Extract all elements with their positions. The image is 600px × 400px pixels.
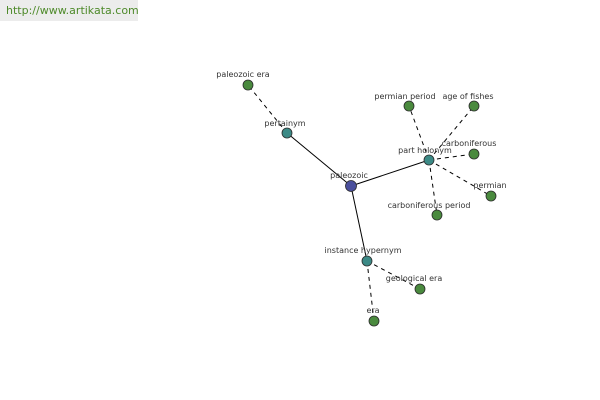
edge-part-holonym-to-permian-period [408, 105, 430, 161]
node-part-holonym-label: part holonym [398, 146, 452, 155]
nodes-layer: paleozoic pertainym part holonym instance h… [216, 70, 507, 327]
node-carboniferous-dot[interactable] [468, 148, 480, 160]
node-pertainym[interactable]: pertainym [264, 119, 306, 139]
node-carboniferous-period[interactable]: carboniferous period [388, 201, 471, 221]
node-paleozoic-dot[interactable] [345, 180, 357, 192]
node-permian-period-label: permian period [374, 92, 435, 101]
edge-part-holonym-to-permian [428, 159, 492, 197]
node-permian-dot[interactable] [485, 190, 497, 202]
node-permian-period-dot[interactable] [403, 100, 415, 112]
edge-part-holonym-to-age-of-fishes [428, 105, 475, 161]
edge-paleozoic-to-part-holonym [350, 159, 430, 187]
node-carboniferous-period-dot[interactable] [431, 209, 443, 221]
node-permian-label: permian [473, 181, 506, 190]
node-paleozoic-era[interactable]: paleozoic era [216, 70, 270, 91]
node-carboniferous-period-label: carboniferous period [388, 201, 471, 210]
edge-instance-hypernym-to-geological-era [366, 260, 421, 290]
edge-pertainym-to-paleozoic-era [247, 84, 288, 134]
node-part-holonym-dot[interactable] [423, 154, 435, 166]
edge-instance-hypernym-to-era [366, 260, 375, 322]
node-pertainym-dot[interactable] [281, 127, 293, 139]
edge-paleozoic-to-pertainym [286, 132, 352, 187]
node-era-dot[interactable] [368, 315, 380, 327]
node-part-holonym[interactable]: part holonym [398, 146, 452, 166]
edge-part-holonym-to-carboniferous-period [428, 159, 438, 216]
node-era-label: era [366, 306, 379, 315]
node-geological-era[interactable]: geological era [386, 274, 443, 295]
node-paleozoic-era-label: paleozoic era [216, 70, 269, 79]
node-paleozoic-era-dot[interactable] [242, 79, 254, 91]
edges-layer [247, 84, 492, 322]
node-pertainym-label: pertainym [264, 119, 305, 128]
node-geological-era-dot[interactable] [414, 283, 426, 295]
node-instance-hypernym[interactable]: instance hypernym [325, 246, 402, 267]
node-age-of-fishes-label: age of fishes [442, 92, 493, 101]
node-carboniferous[interactable]: carboniferous [442, 139, 497, 160]
node-paleozoic-label: paleozoic [330, 171, 368, 180]
node-permian-period[interactable]: permian period [374, 92, 436, 112]
node-era[interactable]: era [366, 306, 380, 327]
node-permian[interactable]: permian [473, 181, 507, 202]
node-instance-hypernym-dot[interactable] [361, 255, 373, 267]
edge-paleozoic-to-instance-hypernym [350, 185, 368, 262]
node-paleozoic[interactable]: paleozoic [330, 171, 368, 192]
node-age-of-fishes[interactable]: age of fishes [442, 92, 494, 112]
source-link[interactable]: http://www.artikata.com [0, 0, 138, 21]
node-geological-era-label: geological era [386, 274, 443, 283]
node-instance-hypernym-label: instance hypernym [325, 246, 402, 255]
node-carboniferous-label: carboniferous [442, 139, 497, 148]
node-age-of-fishes-dot[interactable] [468, 100, 480, 112]
